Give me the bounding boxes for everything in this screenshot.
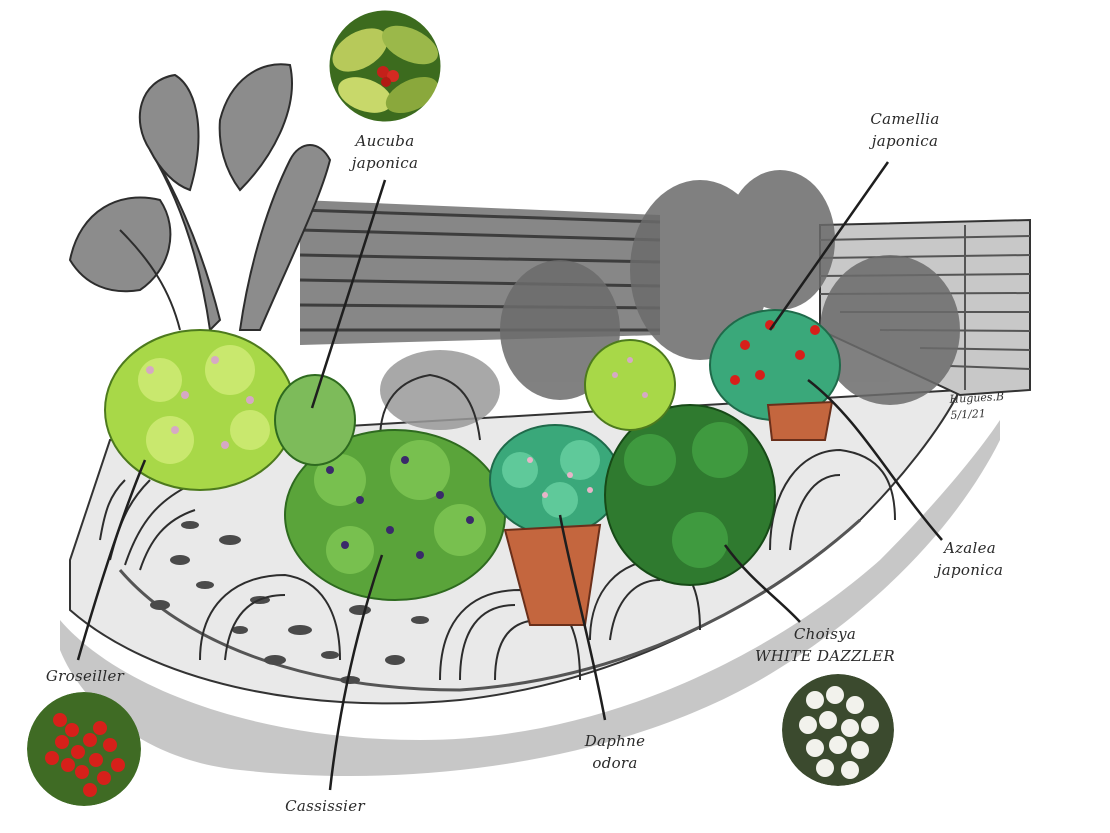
choisya-bush xyxy=(604,404,776,586)
aucuba-leaves-photo xyxy=(329,10,441,122)
leader-azalea xyxy=(807,379,943,541)
leader-camellia xyxy=(768,161,890,331)
cassissier-bush xyxy=(284,429,506,601)
palm-plant xyxy=(68,63,332,333)
groseiller-bush xyxy=(104,329,296,491)
aucuba-bush xyxy=(274,374,356,466)
ground-shadow xyxy=(60,420,1000,776)
leader-groseiller xyxy=(76,459,147,661)
label-groseiller: Groseiller xyxy=(45,667,125,685)
white-flowers-photo xyxy=(782,674,894,786)
leader-aucuba xyxy=(310,179,387,409)
leader-choisya xyxy=(723,544,801,623)
light-green-shrub xyxy=(584,339,676,431)
camellia-pot xyxy=(709,309,841,441)
leader-lines xyxy=(76,161,943,791)
redcurrant-berries-photo xyxy=(27,692,141,806)
label-cassissier: Cassissier xyxy=(285,797,365,815)
daphne-pot xyxy=(489,424,621,626)
leader-daphne xyxy=(558,514,607,721)
leader-cassissier xyxy=(328,554,384,791)
